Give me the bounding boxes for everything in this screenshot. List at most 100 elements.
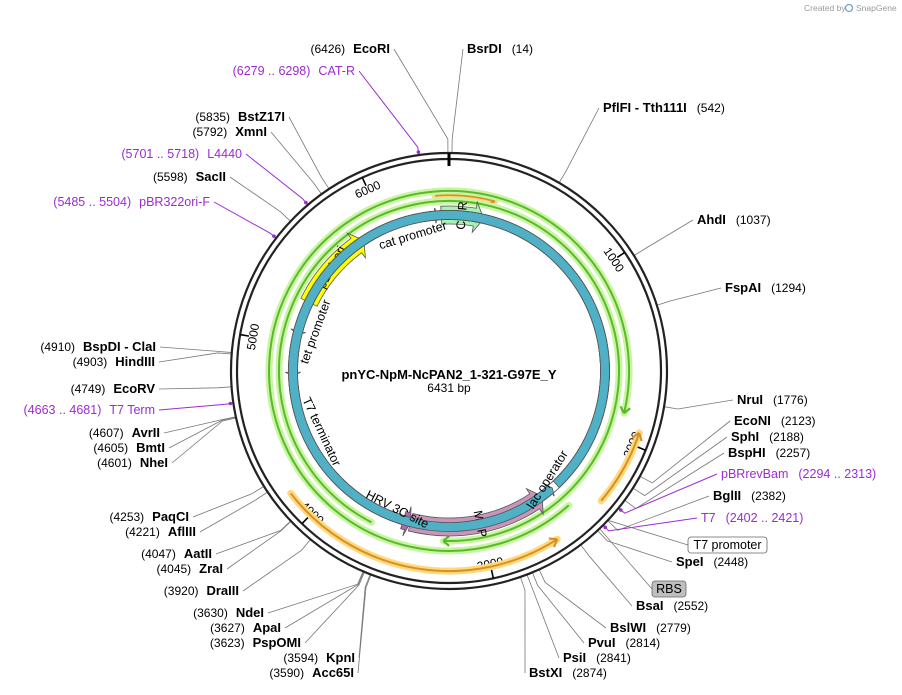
- site-pos: (2552): [673, 599, 708, 613]
- leader-26: [171, 417, 237, 464]
- leader-34: [288, 116, 330, 190]
- primer-range: (2294 .. 2313): [798, 467, 876, 481]
- orf-line-2: [289, 492, 558, 573]
- site-pos: (3920): [164, 584, 199, 598]
- boxed-label-t7-promoter: T7 promoter: [693, 538, 761, 552]
- orf-arrows: [265, 187, 643, 575]
- leader-7: [632, 436, 728, 497]
- leader-17: [358, 574, 371, 659]
- site-label-33: (5792) XmnI: [193, 124, 267, 139]
- leader-30: [158, 352, 232, 363]
- site-name: PsiI: [563, 650, 586, 665]
- site-label-25: (4253)PaqCI: [109, 509, 189, 524]
- site-name: PflFI - Tth111I: [603, 100, 687, 115]
- leader-15: [520, 576, 526, 674]
- site-label-32: (5598) SacII: [153, 169, 226, 184]
- primer-name: CAT-R: [318, 64, 355, 78]
- orf-arrowhead-3: [619, 405, 631, 415]
- primer-range: (4663 .. 4681): [24, 403, 102, 417]
- site-label-28: (4607)AvrII: [89, 425, 160, 440]
- site-label-3: AhdI(1037): [697, 212, 771, 227]
- feature-lac-operator: [288, 210, 610, 532]
- leader-13: [531, 572, 585, 644]
- site-name: NdeI: [236, 605, 264, 620]
- site-pos: (1037): [736, 213, 771, 227]
- leader-10: [597, 530, 673, 563]
- orf-arrowhead-4: [442, 535, 450, 547]
- leader-32: [229, 176, 291, 222]
- site-name: KpnI: [326, 650, 355, 665]
- site-name: BstZ17I: [238, 109, 285, 124]
- site-name: XmnI: [235, 124, 267, 139]
- leader-12: [538, 569, 607, 629]
- site-label-24: (4221)AflIII: [125, 524, 196, 539]
- primer-name: pBR322ori-F: [139, 195, 210, 209]
- site-pos: (2814): [625, 636, 660, 650]
- site-name: BsaI: [636, 598, 663, 613]
- leader-2: [558, 107, 600, 184]
- site-label-2: PflFI - Tth111I (542): [603, 100, 725, 115]
- credit-brand: SnapGene: [856, 3, 897, 13]
- primer-leader-1: [245, 153, 309, 206]
- tick-2000: [636, 446, 646, 452]
- boxed-label-box-0: [687, 536, 768, 554]
- leader-27: [168, 416, 237, 449]
- site-pos: (6426): [310, 42, 345, 56]
- leader-5: [663, 399, 734, 410]
- site-pos: (2874): [572, 666, 607, 680]
- leader-8: [624, 452, 725, 509]
- primer-leader-3: [158, 402, 234, 411]
- site-pos: (3623): [210, 636, 245, 650]
- primer-name: pBRrevBam: [721, 467, 788, 481]
- leader-1: [451, 48, 464, 154]
- orf-line-0: [435, 194, 496, 203]
- site-label-13: PvuI(2814): [588, 635, 660, 650]
- site-label-27: (4605)BmtI: [93, 440, 165, 455]
- tick-label-6000: 6000: [353, 178, 383, 202]
- site-pos: (5792): [193, 125, 228, 139]
- tick-6000: [361, 177, 367, 187]
- site-name: EcoRV: [113, 381, 155, 396]
- plasmid-name: pnYC-NpM-NcPAN2_1-321-G97E_Y: [341, 367, 556, 382]
- site-name: PaqCI: [152, 509, 189, 524]
- site-label-34: (5835)BstZ17I: [195, 109, 285, 124]
- primer-leader-2: [213, 201, 277, 239]
- primer-label-4: pBRrevBam (2294 .. 2313): [721, 467, 876, 481]
- site-pos: (542): [697, 101, 725, 115]
- primer-range: (2402 .. 2421): [726, 511, 804, 525]
- site-name: BglII: [713, 488, 741, 503]
- orf-line-3: [268, 189, 631, 552]
- primer-marker-4: [619, 508, 623, 512]
- boxed-leader-0: [607, 519, 689, 546]
- leader-29: [158, 386, 232, 390]
- site-label-19: (3627)ApaI: [210, 620, 281, 635]
- site-label-14: PsiI(2841): [563, 650, 631, 665]
- site-label-7: SphI(2188): [731, 429, 804, 444]
- primer-name: T7 Term: [109, 403, 155, 417]
- site-label-8: BspHI(2257): [728, 445, 810, 460]
- leader-0: [393, 48, 449, 154]
- primer-marker-2: [272, 234, 276, 238]
- site-pos: (4045): [156, 562, 191, 576]
- site-name: BstXI: [529, 665, 562, 680]
- site-label-11: BsaI (2552): [636, 598, 708, 613]
- tick-5000: [240, 333, 250, 337]
- site-pos: (1294): [771, 281, 806, 295]
- leader-23: [215, 520, 292, 555]
- site-pos: (4047): [141, 547, 176, 561]
- tick-4000: [301, 516, 309, 525]
- primer-leader-4: [618, 473, 718, 514]
- site-label-15: BstXI (2874): [529, 665, 607, 680]
- primer-label-2: (5485 .. 5504)pBR322ori-F: [53, 195, 210, 209]
- leader-21: [242, 539, 311, 592]
- site-pos: (2123): [781, 414, 816, 428]
- primer-label-5: T7(2402 .. 2421): [701, 511, 803, 525]
- site-name: SacII: [196, 169, 226, 184]
- site-pos: (5598): [153, 170, 188, 184]
- site-label-21: (3920) DraIII: [164, 583, 239, 598]
- site-name: DraIII: [206, 583, 239, 598]
- site-name: AvrII: [132, 425, 160, 440]
- site-label-10: SpeI(2448): [676, 554, 748, 569]
- site-label-4: FspAI(1294): [725, 280, 806, 295]
